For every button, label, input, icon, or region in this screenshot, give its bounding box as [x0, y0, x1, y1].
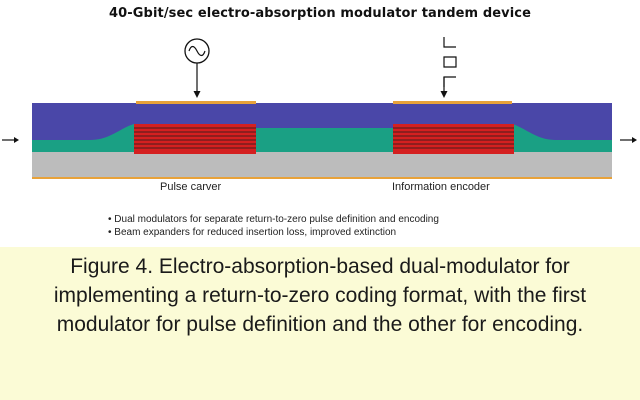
sine-wave-source-icon: [184, 38, 210, 98]
substrate-layer: [32, 152, 612, 178]
input-arrow: [2, 137, 19, 143]
feature-bullet: Beam expanders for reduced insertion los…: [108, 226, 439, 239]
figure-caption: Figure 4. Electro-absorption-based dual-…: [53, 255, 587, 336]
modulator-diagram: [2, 37, 637, 179]
output-arrow: [620, 137, 637, 143]
left-electrode: [136, 101, 256, 104]
pulse-carver-modulator: [134, 124, 256, 154]
data-input-arrowhead: [440, 91, 448, 98]
pulse-carver-label: Pulse carver: [160, 181, 222, 193]
feature-bullet: Dual modulators for separate return-to-z…: [108, 213, 439, 226]
feature-list: Dual modulators for separate return-to-z…: [108, 213, 439, 239]
information-encoder-label: Information encoder: [392, 181, 490, 193]
right-electrode: [393, 101, 512, 104]
figure-title: 40-Gbit/sec electro-absorption modulator…: [108, 6, 532, 21]
square-pulse-icon: [443, 37, 457, 93]
information-encoder-modulator: [393, 124, 514, 154]
caption-panel: [0, 247, 640, 400]
